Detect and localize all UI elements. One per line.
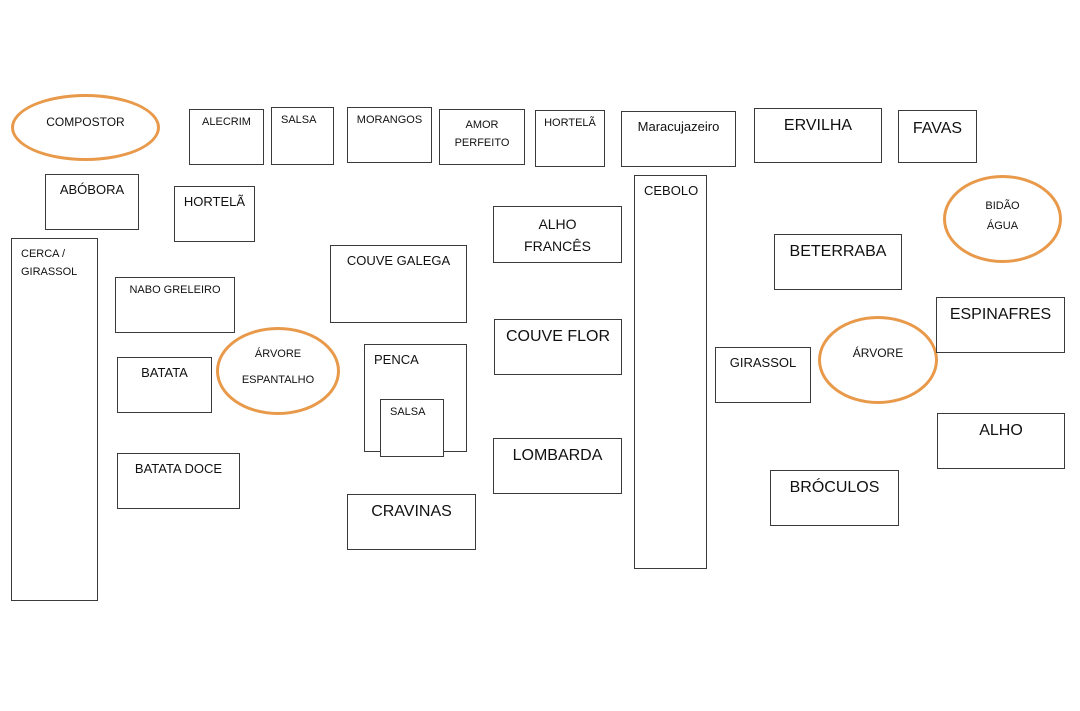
- bed-broculos-label: BRÓCULOS: [789, 479, 880, 496]
- bed-abobora-label: ABÓBORA: [59, 182, 125, 197]
- bed-cebolo: CEBOLO: [634, 175, 707, 569]
- bed-lombarda: LOMBARDA: [493, 438, 622, 494]
- bed-alho-frances-label: ALHO FRANCÊS: [524, 216, 591, 254]
- bed-espinafres: ESPINAFRES: [936, 297, 1065, 353]
- bed-beterraba-label: BETERRABA: [789, 243, 887, 260]
- bed-maracujazeiro: Maracujazeiro: [621, 111, 736, 167]
- bed-amor-perfeito: AMOR PERFEITO: [439, 109, 525, 165]
- bed-ervilha-label: ERVILHA: [783, 117, 853, 134]
- bed-salsa-inner: SALSA: [380, 399, 444, 457]
- bed-cerca-girassol-label: CERCA / GIRASSOL: [21, 248, 78, 278]
- arvore-espantalho-oval: ÁRVORE ESPANTALHO: [216, 327, 340, 415]
- bed-hortela-left-label: HORTELÃ: [183, 194, 246, 209]
- bed-batata-label: BATATA: [141, 365, 188, 380]
- arvore-espantalho-label-1: ÁRVORE: [254, 348, 302, 360]
- bed-morangos-label: MORANGOS: [356, 114, 423, 126]
- bed-batata: BATATA: [117, 357, 212, 413]
- bed-favas: FAVAS: [898, 110, 977, 163]
- bed-salsa-top-label: SALSA: [281, 114, 317, 126]
- bed-espinafres-label: ESPINAFRES: [949, 306, 1052, 323]
- bed-salsa-top: SALSA: [271, 107, 334, 165]
- bed-alho-frances: ALHO FRANCÊS: [493, 206, 622, 263]
- bed-alho-label: ALHO: [979, 422, 1023, 439]
- bed-couve-flor: COUVE FLOR: [494, 319, 622, 375]
- bed-alecrim: ALECRIM: [189, 109, 264, 165]
- bed-amor-perfeito-label: AMOR PERFEITO: [454, 119, 510, 149]
- bed-ervilha: ERVILHA: [754, 108, 882, 163]
- bed-cravinas-label: CRAVINAS: [371, 503, 452, 520]
- bed-alho: ALHO: [937, 413, 1065, 469]
- bed-batata-doce: BATATA DOCE: [117, 453, 240, 509]
- bed-couve-galega: COUVE GALEGA: [330, 245, 467, 323]
- arvore-oval: ÁRVORE: [818, 316, 938, 404]
- bidao-agua-oval: BIDÃO ÁGUA: [943, 175, 1062, 263]
- bed-hortela-top: HORTELÃ: [535, 110, 605, 167]
- bed-cravinas: CRAVINAS: [347, 494, 476, 550]
- bed-cebolo-label: CEBOLO: [644, 183, 699, 198]
- bed-couve-flor-label: COUVE FLOR: [505, 328, 610, 345]
- compostor-oval: COMPOSTOR: [11, 94, 160, 161]
- bidao-agua-label: BIDÃO ÁGUA: [985, 200, 1020, 232]
- arvore-espantalho-label-2: ESPANTALHO: [241, 374, 315, 386]
- bed-alecrim-label: ALECRIM: [202, 116, 251, 128]
- bed-nabo-greleiro-label: NABO GRELEIRO: [129, 284, 221, 296]
- bed-maracujazeiro-label: Maracujazeiro: [637, 119, 720, 134]
- bed-broculos: BRÓCULOS: [770, 470, 899, 526]
- bed-favas-label: FAVAS: [912, 120, 963, 137]
- bed-lombarda-label: LOMBARDA: [512, 447, 603, 464]
- bed-nabo-greleiro: NABO GRELEIRO: [115, 277, 235, 333]
- bed-couve-galega-label: COUVE GALEGA: [346, 253, 451, 268]
- compostor-label: COMPOSTOR: [46, 115, 125, 129]
- bed-hortela-left: HORTELÃ: [174, 186, 255, 242]
- bed-penca-label: PENCA: [374, 352, 419, 367]
- bed-beterraba: BETERRABA: [774, 234, 902, 290]
- bed-girassol: GIRASSOL: [715, 347, 811, 403]
- bed-cerca-girassol: CERCA / GIRASSOL: [11, 238, 98, 601]
- bed-salsa-inner-label: SALSA: [390, 406, 426, 418]
- bed-morangos: MORANGOS: [347, 107, 432, 163]
- bed-batata-doce-label: BATATA DOCE: [134, 461, 223, 476]
- bed-girassol-label: GIRASSOL: [729, 355, 797, 370]
- arvore-label: ÁRVORE: [852, 346, 904, 360]
- bed-hortela-top-label: HORTELÃ: [544, 117, 596, 129]
- bed-abobora: ABÓBORA: [45, 174, 139, 230]
